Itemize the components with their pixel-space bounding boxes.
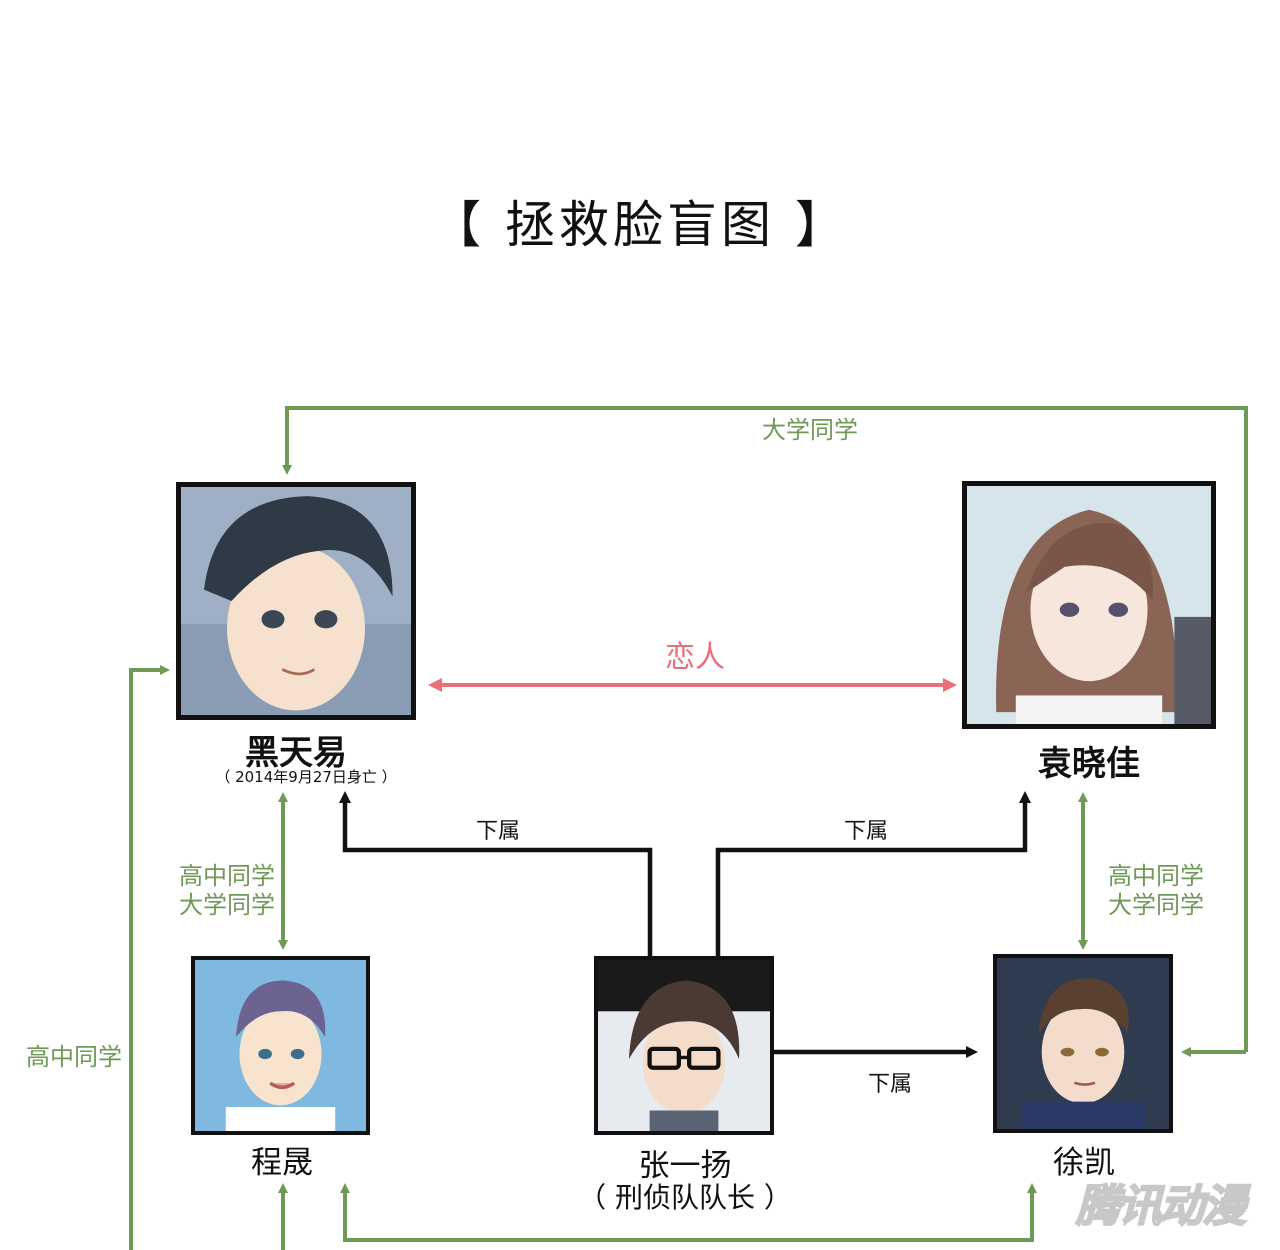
line-highschool-far-left bbox=[129, 665, 170, 1250]
line-sub-yuan bbox=[715, 791, 1031, 958]
label-college-top: 大学同学 bbox=[762, 416, 858, 444]
label-hs-right-line1: 高中同学 bbox=[1108, 862, 1204, 890]
portrait-cheng-sheng bbox=[191, 956, 370, 1135]
name-cheng-sheng: 程晟 bbox=[251, 1145, 313, 1181]
line-sub-hei bbox=[339, 791, 653, 958]
watermark-logo: 腾讯动漫 bbox=[1075, 1180, 1247, 1233]
name-xu-kai: 徐凯 bbox=[1053, 1145, 1115, 1181]
label-lovers: 恋人 bbox=[665, 640, 725, 675]
label-subordinate-left: 下属 bbox=[475, 819, 520, 844]
name-yuan-xiaojia: 袁晓佳 bbox=[1038, 744, 1140, 784]
label-hs-college-right: 高中同学 大学同学 bbox=[1094, 862, 1218, 920]
label-subordinate-xukai: 下属 bbox=[867, 1072, 912, 1097]
note-hei-tianyi-death: （ 2014年9月27日身亡 ） bbox=[215, 768, 397, 786]
line-college-top bbox=[282, 406, 1248, 1052]
portrait-yuan-xiaojia bbox=[962, 481, 1216, 729]
label-subordinate-right: 下属 bbox=[843, 819, 888, 844]
portrait-zhang-yiyang bbox=[594, 956, 774, 1135]
portrait-hei-tianyi bbox=[176, 482, 416, 720]
label-hs-college-left: 高中同学 大学同学 bbox=[165, 862, 289, 920]
diagram-title: 【 拯救脸盲图 】 bbox=[431, 196, 849, 254]
name-zhang-yiyang: 张一扬 bbox=[638, 1148, 732, 1184]
label-hs-left-line2: 大学同学 bbox=[179, 891, 275, 919]
name-hei-tianyi: 黑天易 bbox=[245, 733, 347, 773]
line-bottom-cheng-xu bbox=[340, 1183, 1037, 1242]
portrait-xu-kai bbox=[993, 954, 1173, 1133]
role-zhang-yiyang: （ 刑侦队队长 ） bbox=[578, 1181, 792, 1214]
label-highschool-far-left: 高中同学 bbox=[26, 1043, 122, 1071]
label-hs-right-line2: 大学同学 bbox=[1108, 891, 1204, 919]
label-hs-left-line1: 高中同学 bbox=[179, 862, 275, 890]
